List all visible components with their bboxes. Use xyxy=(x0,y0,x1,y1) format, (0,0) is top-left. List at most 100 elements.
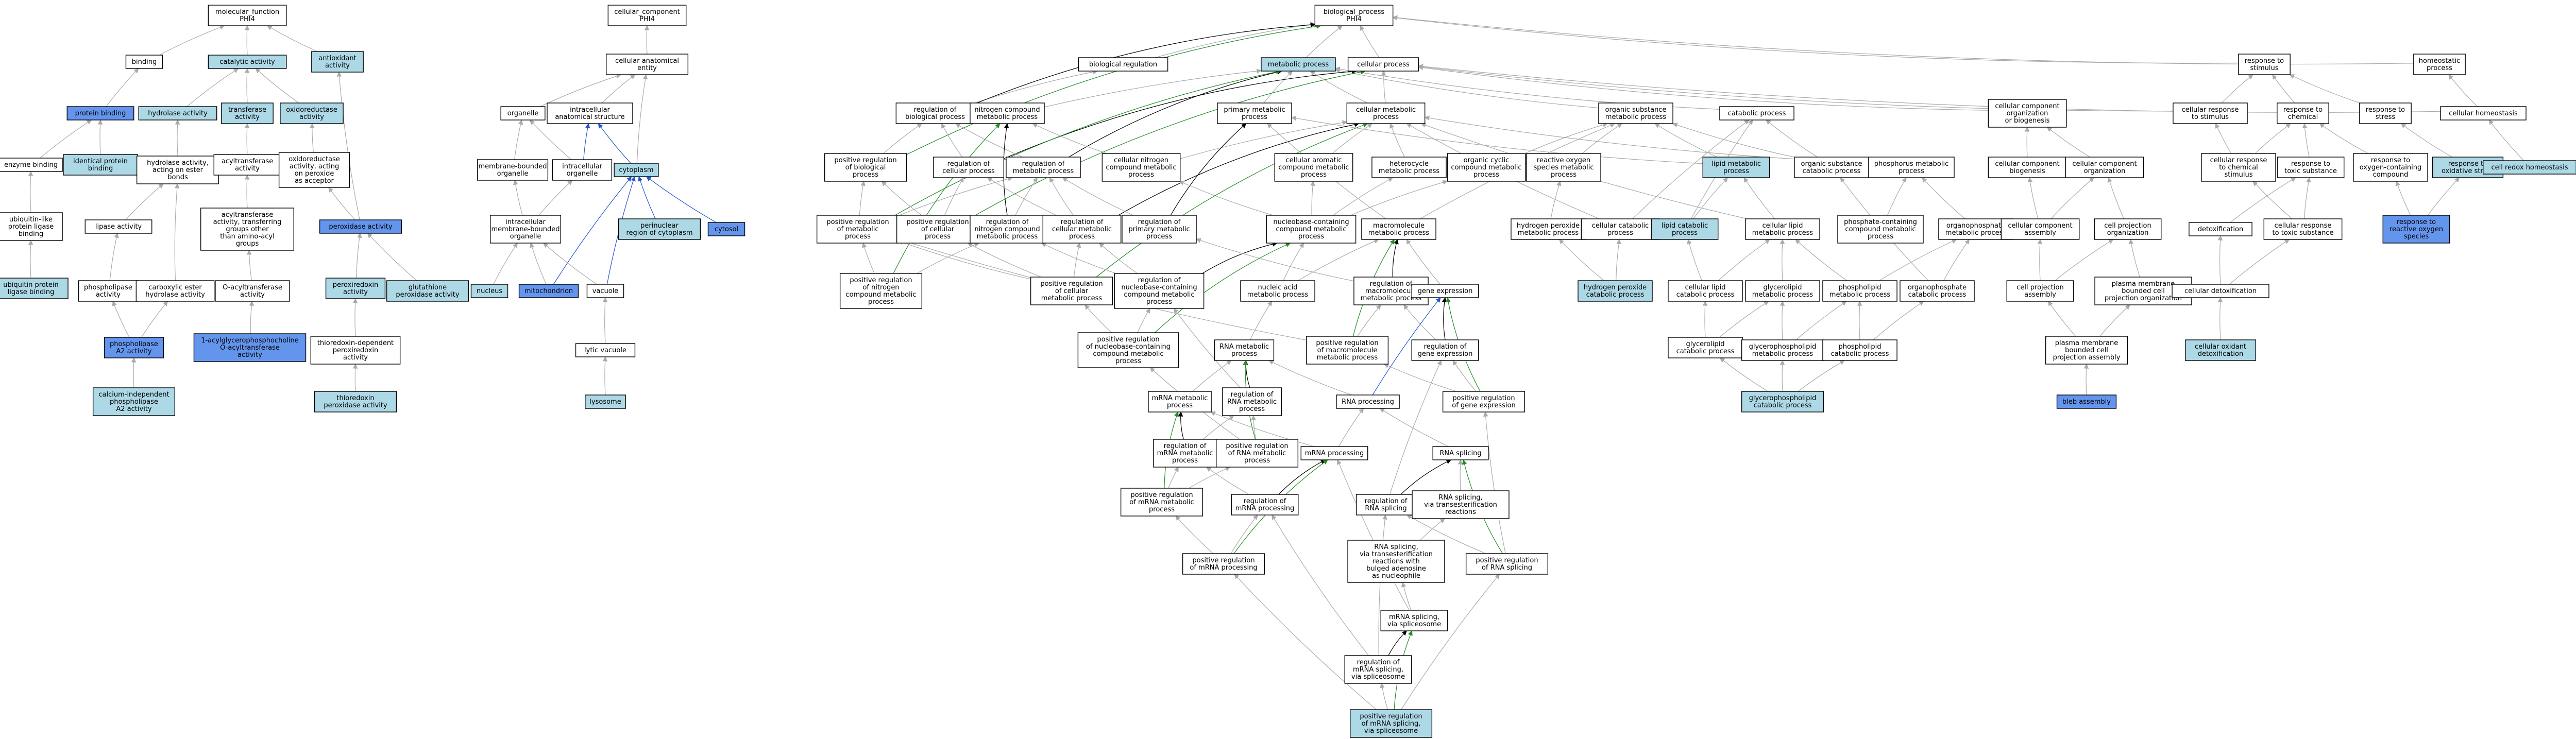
go-term-node-cellproc[interactable]: cellular process xyxy=(1347,57,1419,72)
go-term-node-vacuole[interactable]: vacuole xyxy=(586,284,624,298)
go-term-node-binding[interactable]: binding xyxy=(125,55,163,69)
go-term-node-acylglyc[interactable]: 1-acylglycerophosphocholineO-acyltransfe… xyxy=(193,333,307,362)
go-term-node-metab[interactable]: metabolic process xyxy=(1261,57,1336,72)
go-term-node-lytic[interactable]: lytic vacuole xyxy=(575,343,636,357)
go-term-node-enzbind[interactable]: enzyme binding xyxy=(0,158,63,172)
go-term-node-rnasplice[interactable]: RNA splicing xyxy=(1432,446,1489,460)
go-term-node-celldetox[interactable]: cellular detoxification xyxy=(2172,284,2269,298)
go-term-node-mito[interactable]: mitochondrion xyxy=(518,284,579,298)
go-term-node-mrnaproc[interactable]: mRNA processing xyxy=(1300,446,1368,460)
go-term-node-regnbc[interactable]: regulation ofnucleobase-containingcompou… xyxy=(1114,273,1205,309)
go-term-node-cytoplasm[interactable]: cytoplasm xyxy=(614,163,659,177)
go-term-node-lysosome[interactable]: lysosome xyxy=(585,394,626,409)
go-term-node-geneexpr[interactable]: gene expression xyxy=(1411,284,1479,298)
go-term-node-hydrol[interactable]: hydrolase activity xyxy=(138,106,217,121)
go-term-node-blebasm[interactable]: bleb assembly xyxy=(2056,394,2117,409)
go-term-node-organelle[interactable]: organelle xyxy=(500,106,546,121)
go-term-node-nucleus[interactable]: nucleus xyxy=(470,284,509,298)
go-term-node-perox[interactable]: peroxidase activity xyxy=(319,219,402,234)
go-term-node-detox[interactable]: detoxification xyxy=(2189,222,2252,236)
go-term-node-bioreg[interactable]: biological regulation xyxy=(1078,57,1168,72)
go-term-node-catact[interactable]: catalytic activity xyxy=(208,55,287,69)
go-term-node-lipase[interactable]: lipase activity xyxy=(84,219,152,234)
go-term-node-cellhomeo[interactable]: cellular homeostasis xyxy=(2440,106,2527,121)
